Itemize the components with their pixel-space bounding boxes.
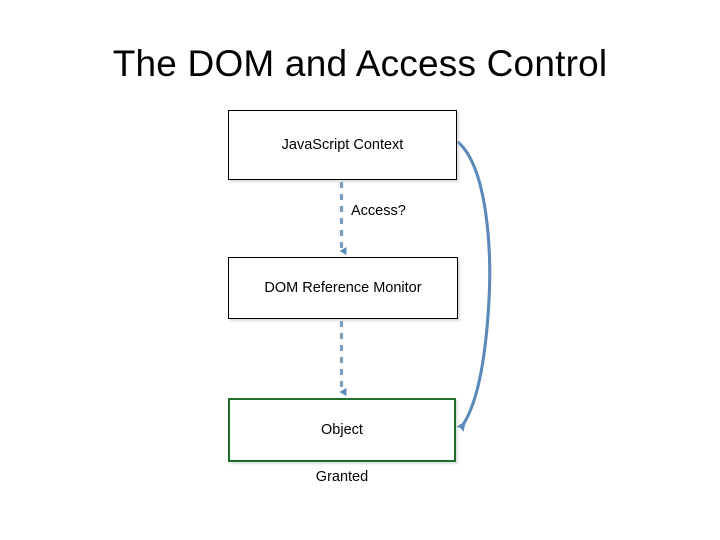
node-javascript-context[interactable]: JavaScript Context — [228, 110, 457, 180]
node-javascript-context-label: JavaScript Context — [281, 137, 404, 153]
node-object-label: Object — [321, 422, 363, 438]
edge-label-granted: Granted — [315, 469, 369, 485]
arrow-granted-js-to-object — [456, 140, 492, 433]
edge-label-access: Access? — [351, 203, 406, 219]
page-title: The DOM and Access Control — [112, 43, 608, 84]
node-dom-reference-monitor[interactable]: DOM Reference Monitor — [228, 257, 458, 319]
node-dom-reference-monitor-label: DOM Reference Monitor — [264, 280, 422, 296]
node-object[interactable]: Object — [228, 398, 456, 462]
